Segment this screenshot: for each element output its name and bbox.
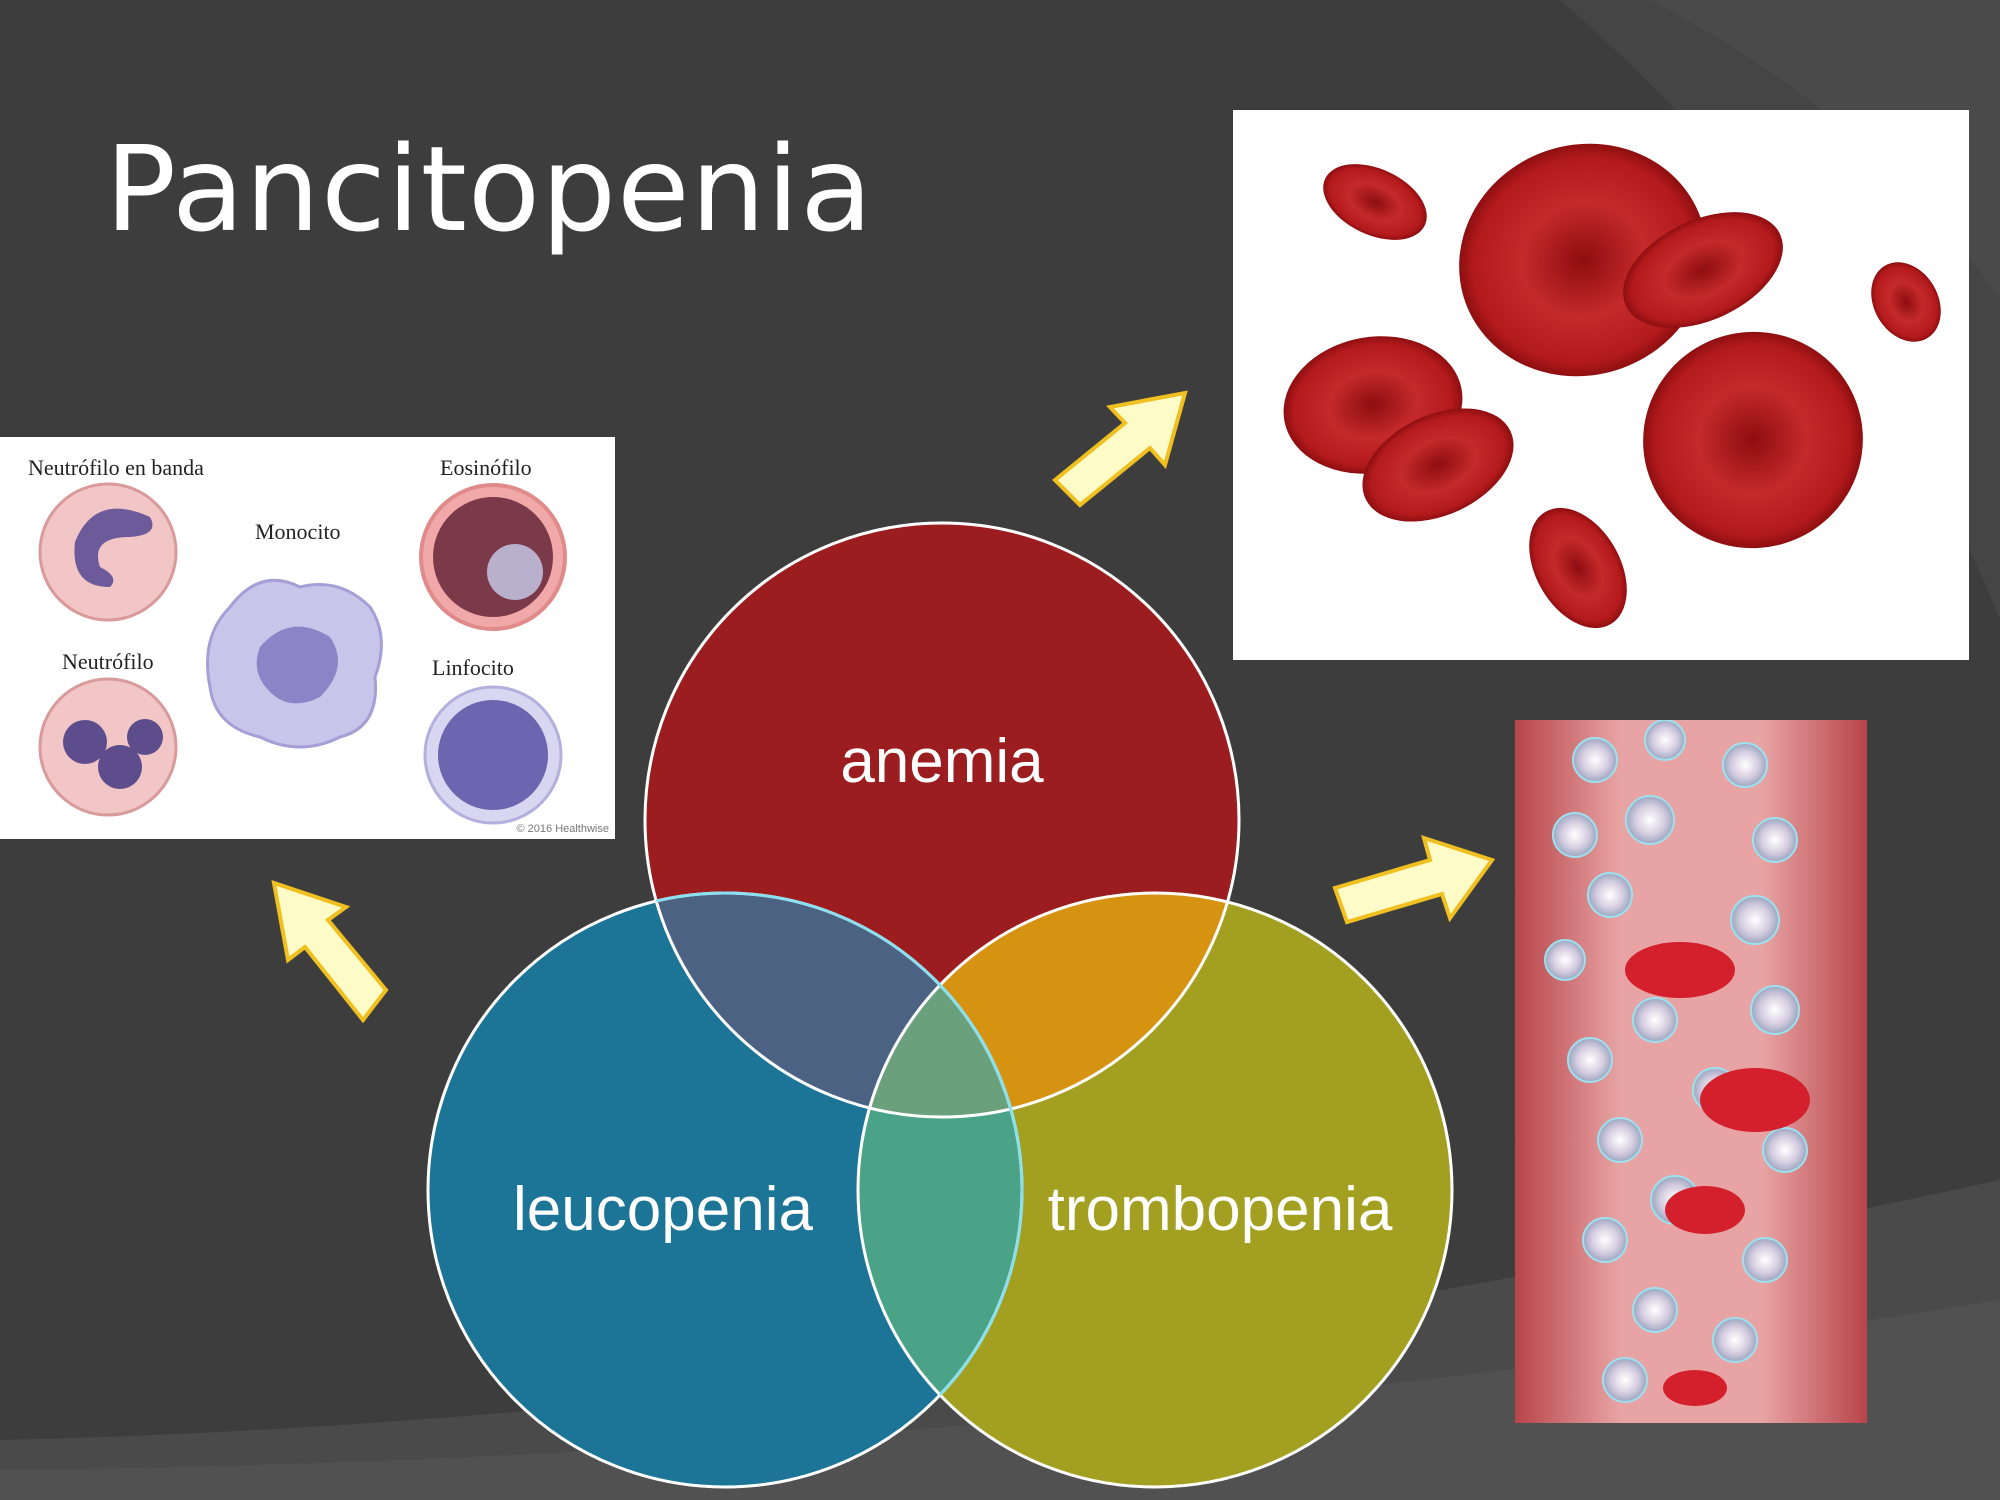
platelets-illustration [1515, 720, 1867, 1423]
neutrophil-label: Neutrófilo [62, 649, 154, 674]
red-blood-cells-image [1233, 110, 1969, 660]
lymphocyte-label: Linfocito [432, 655, 514, 680]
anemia-leucopenia-overlap [645, 893, 1022, 1117]
white-blood-cells-image: Neutrófilo en banda Monocito Eosinófilo … [0, 437, 615, 839]
arrow-to-platelets-image-icon [1332, 834, 1496, 925]
eosinophil-label: Eosinófilo [440, 455, 532, 480]
arrow-to-white-cells-image-icon [271, 880, 389, 1024]
white-blood-cells-illustration [38, 482, 567, 825]
anemia-trombopenia-overlap [858, 893, 1239, 1117]
slide-title: Pancitopenia [105, 120, 874, 258]
red-blood-cells-illustration [1283, 143, 1941, 629]
arrow-to-anemia-image-icon [1052, 390, 1188, 508]
trombopenia-label: trombopenia [1048, 1175, 1393, 1244]
monocyte-label: Monocito [255, 519, 341, 544]
anemia-label: anemia [840, 727, 1044, 796]
leucopenia-label: leucopenia [513, 1175, 813, 1244]
band-neutrophil-label: Neutrófilo en banda [28, 455, 204, 480]
image-credit: © 2016 Healthwise [516, 823, 610, 835]
platelets-image [1515, 720, 1867, 1423]
